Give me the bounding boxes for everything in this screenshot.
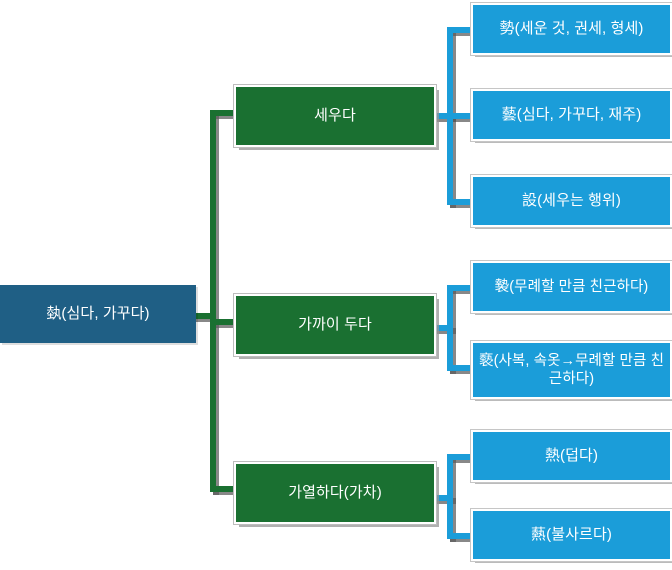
leaf-node-1-3-label: 設(세우는 행위) xyxy=(521,191,622,209)
branch-node-3-label: 가열하다(가차) xyxy=(288,483,382,501)
leaf-node-1-3[interactable]: 設(세우는 행위) xyxy=(471,175,672,227)
leaf-node-1-2[interactable]: 藝(심다, 가꾸다, 재주) xyxy=(471,89,672,141)
root-node[interactable]: 埶(심다, 가꾸다) xyxy=(0,285,196,343)
leaf-node-3-1-label: 熱(덥다) xyxy=(544,446,599,464)
leaf-node-2-2-label: 褻(사복, 속옷→무례할 만큼 친근하다) xyxy=(478,352,665,387)
root-node-label: 埶(심다, 가꾸다) xyxy=(46,304,150,322)
branch-node-2[interactable]: 가까이 두다 xyxy=(234,294,436,356)
leaf-node-2-2[interactable]: 褻(사복, 속옷→무례할 만큼 친근하다) xyxy=(471,341,672,399)
leaf-node-3-2[interactable]: 爇(불사르다) xyxy=(471,509,672,561)
branch-node-1-label: 세우다 xyxy=(314,106,356,124)
branch-node-3[interactable]: 가열하다(가차) xyxy=(234,462,436,524)
leaf-node-2-1[interactable]: 褺(무례할 만큼 친근하다) xyxy=(471,261,672,313)
branch-node-1[interactable]: 세우다 xyxy=(234,85,436,147)
leaf-node-1-1-label: 勢(세운 것, 권세, 형세) xyxy=(499,19,644,37)
leaf-node-1-2-label: 藝(심다, 가꾸다, 재주) xyxy=(501,105,642,123)
leaf-node-3-2-label: 爇(불사르다) xyxy=(531,525,612,543)
leaf-node-3-1[interactable]: 熱(덥다) xyxy=(471,430,672,482)
leaf-node-1-1[interactable]: 勢(세운 것, 권세, 형세) xyxy=(471,3,672,55)
leaf-node-2-1-label: 褺(무례할 만큼 친근하다) xyxy=(494,278,649,295)
branch-node-2-label: 가까이 두다 xyxy=(298,315,372,333)
